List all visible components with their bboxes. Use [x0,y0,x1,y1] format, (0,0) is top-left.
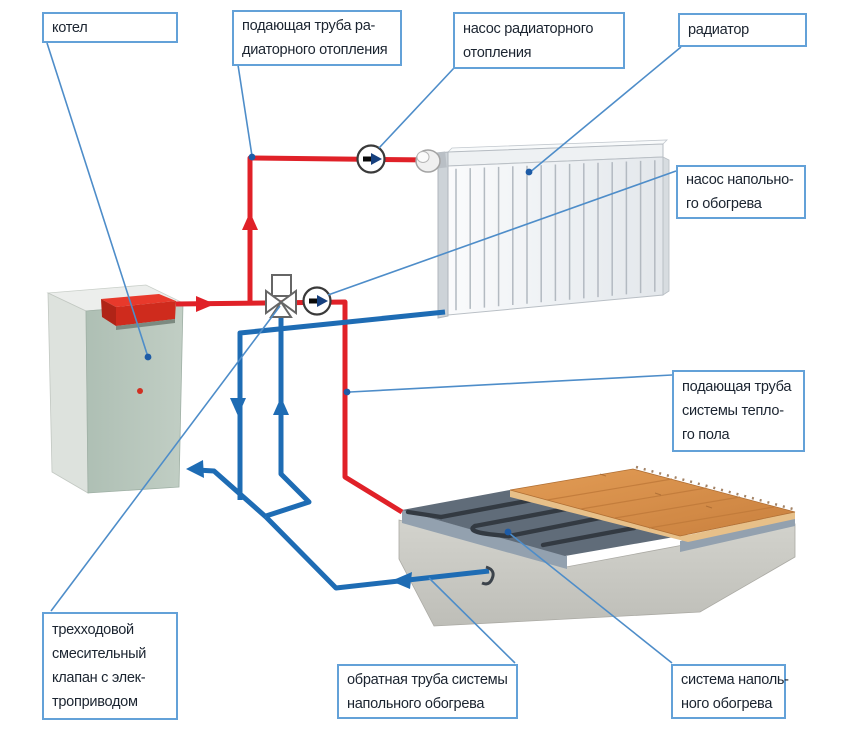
arrow-floor-return-left [391,572,412,589]
screed-right-band [680,518,795,552]
leader-radiator-supply [237,64,253,157]
radiator-pump-icon [356,144,386,174]
floor-heating-slab [398,465,796,627]
label-floor-return-pipe: обратная труба системы напольного обогре… [337,664,518,719]
arrow-return-down [230,398,246,416]
floor-pump-icon [302,286,332,316]
label-floor-system: система наполь- ного обогрева [671,664,789,719]
label-radiator-pump: насос радиаторного отопления [453,12,625,69]
wood-floor [509,465,796,542]
leader-radiator [528,46,682,174]
leader-floor-system [508,532,673,664]
arrow-into-boiler [186,460,204,478]
return-flow-arrows [186,397,412,589]
arrow-supply-up [242,212,258,230]
pipe-return-to-boiler [196,467,268,519]
radiator-thermostatic-valve [415,149,447,173]
label-radiator-supply-pipe: подающая труба ра- диаторного отопления [232,10,402,66]
boiler-indicator-dot [137,388,143,394]
valve-actuator [271,274,292,297]
supply-flow-arrows [196,212,258,312]
floor-pipe-loops [405,497,637,548]
boiler-control-panel [101,294,176,330]
floor-return-hook [481,565,495,586]
pipe-valve-recirculation [265,315,312,519]
radiator-left-column [437,151,449,319]
label-mixing-valve: трехходовой смесительный клапан с элек- … [42,612,178,720]
label-floor-supply-pipe: подающая труба системы тепло- го пола [672,370,805,452]
supply-pipes-red [175,155,433,515]
boiler [46,284,185,494]
pipe-radiator-return [237,309,446,500]
arrow-return-up [273,397,289,415]
label-radiator: радиатор [678,13,807,47]
radiator-fins [455,160,656,311]
leader-dots [144,153,533,536]
leader-floor-supply [349,374,673,393]
screed-front-band [402,510,567,569]
label-boiler: котел [42,12,178,43]
leader-mixing-valve [50,305,281,612]
leader-boiler [46,42,149,358]
leader-radiator-pump [378,67,455,149]
leader-lines [46,42,682,664]
pipe-floor-return [264,515,490,591]
radiator [437,139,670,319]
leader-floor-return [428,577,516,664]
three-way-mixing-valve-icon [265,274,297,318]
leader-floor-pump [327,170,677,296]
screed-top [402,490,680,556]
label-floor-pump: насос напольно- го обогрева [676,165,806,219]
arrow-supply-right [196,296,215,312]
